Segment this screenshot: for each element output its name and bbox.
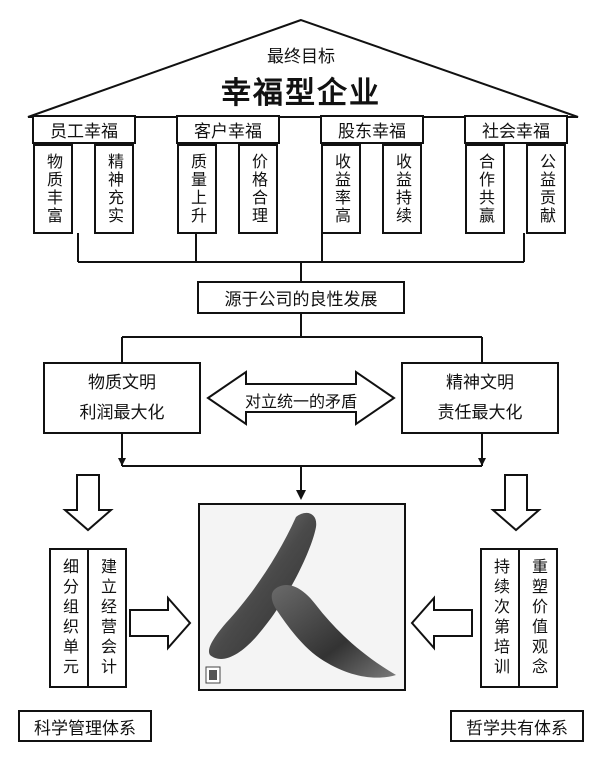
item-column: 合作共赢 xyxy=(465,144,505,234)
left-system-label: 科学管理体系 xyxy=(18,710,152,742)
left-pillar-column: 细分组织单元 xyxy=(49,548,89,688)
roof-title: 幸福型企业 xyxy=(221,76,381,111)
roof-triangle xyxy=(27,18,579,118)
category-shareholder: 股东幸福 xyxy=(320,115,424,144)
roof-subtitle: 最终目标 xyxy=(267,47,335,67)
item-column: 精神充实 xyxy=(94,144,134,234)
item-column: 公益贡献 xyxy=(526,144,566,234)
right-left-arrow xyxy=(410,595,473,651)
right-down-arrow xyxy=(490,474,542,532)
left-right-arrow xyxy=(129,595,192,651)
item-column: 物质丰富 xyxy=(33,144,73,234)
conflict-double-arrow xyxy=(206,370,396,426)
spiritual-civilization-box: 精神文明 责任最大化 xyxy=(401,362,559,434)
material-civ-line2: 利润最大化 xyxy=(79,403,165,423)
material-civilization-box: 物质文明 利润最大化 xyxy=(43,362,201,434)
material-civ-line1: 物质文明 xyxy=(88,373,156,393)
right-system-label: 哲学共有体系 xyxy=(450,710,584,742)
source-box: 源于公司的良性发展 xyxy=(197,281,405,314)
left-down-arrow xyxy=(62,474,114,532)
item-column: 收益持续 xyxy=(382,144,422,234)
category-employee: 员工幸福 xyxy=(32,115,136,144)
ren-character-icon xyxy=(205,512,396,684)
spiritual-civ-line2: 责任最大化 xyxy=(437,403,523,423)
spiritual-civ-line1: 精神文明 xyxy=(446,373,514,393)
center-arrowhead xyxy=(296,490,306,500)
category-customer: 客户幸福 xyxy=(176,115,280,144)
center-logo-image xyxy=(198,503,406,691)
item-column: 价格合理 xyxy=(238,144,278,234)
right-pillar-column: 持续次第培训 xyxy=(480,548,520,688)
conflict-label: 对立统一的矛盾 xyxy=(244,392,357,411)
category-society: 社会幸福 xyxy=(464,115,568,144)
item-column: 质量上升 xyxy=(177,144,217,234)
item-column: 收益率高 xyxy=(321,144,361,234)
right-pillar-column: 重塑价值观念 xyxy=(518,548,558,688)
left-pillar-column: 建立经营会计 xyxy=(87,548,127,688)
